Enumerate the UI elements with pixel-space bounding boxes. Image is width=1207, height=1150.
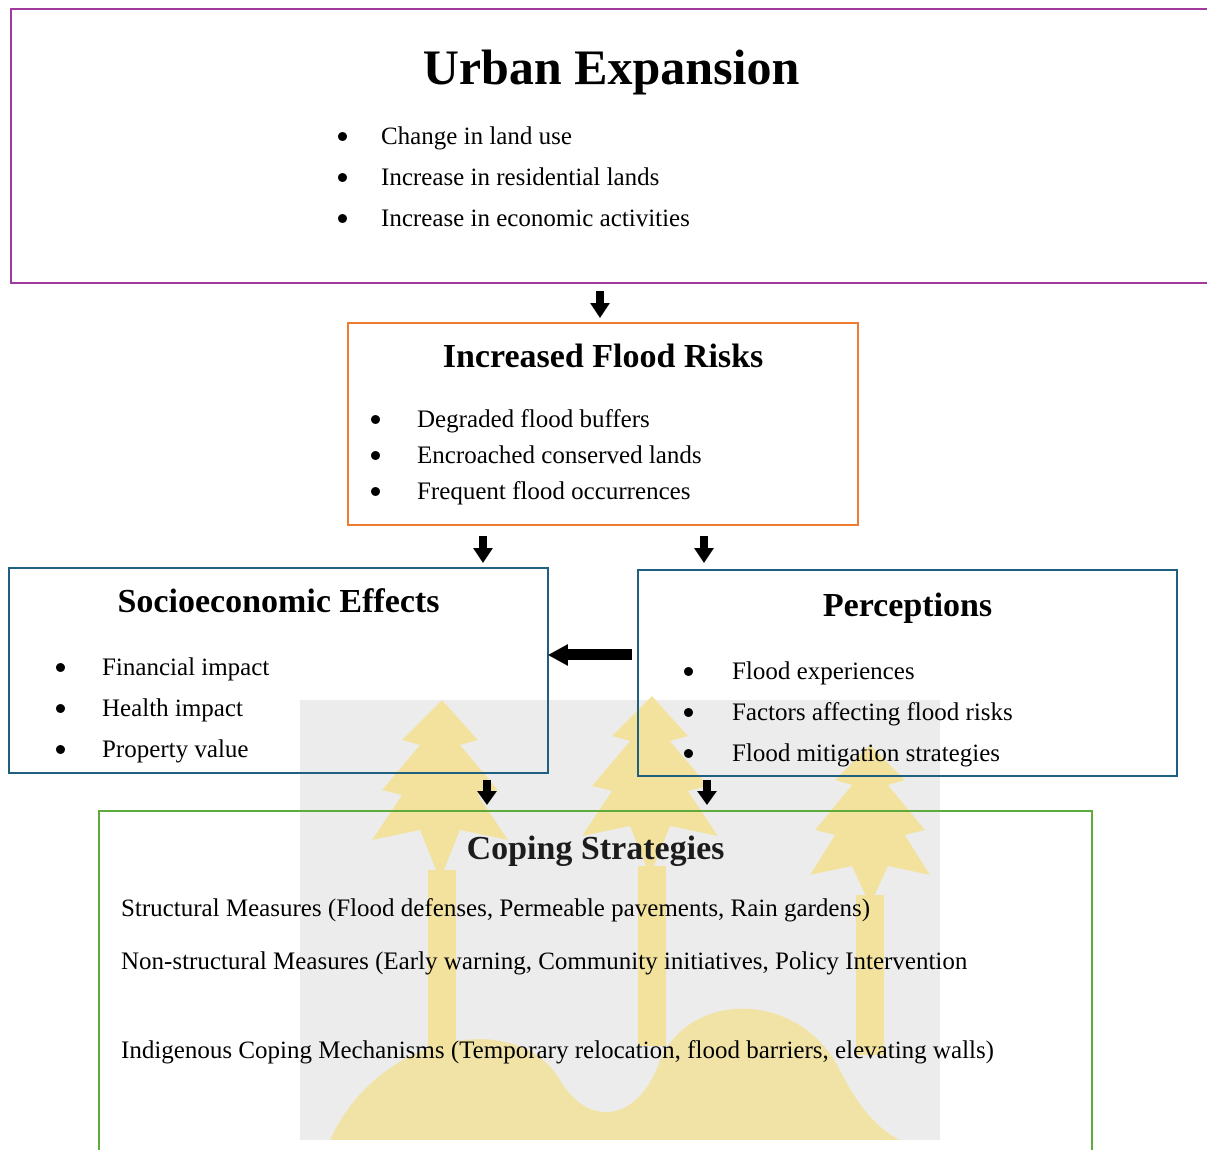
- bullet-icon: [684, 667, 693, 676]
- bullet-icon: [684, 708, 693, 717]
- urban-expansion-title: Urban Expansion: [422, 39, 800, 95]
- watermark-center-leaf: [582, 696, 718, 876]
- watermark-left-stem: [428, 870, 456, 1050]
- arrow-down-icon: [694, 536, 714, 563]
- list-item: Property value: [56, 729, 269, 770]
- bullet-icon: [371, 487, 380, 496]
- bullet-icon: [56, 745, 65, 754]
- bullet-icon: [56, 663, 65, 672]
- list-item: Health impact: [56, 688, 269, 729]
- urban-expansion-box: Urban Expansion Change in land use Incre…: [10, 8, 1207, 284]
- arrow-down-icon: [697, 780, 717, 805]
- watermark-scroll: [330, 1008, 900, 1140]
- bullet-icon: [371, 415, 380, 424]
- structural-measures-text: Structural Measures (Flood defenses, Per…: [121, 895, 871, 922]
- flood-risks-box: Increased Flood Risks Degraded flood buf…: [347, 322, 859, 526]
- watermark-right-leaf: [810, 745, 930, 905]
- arrow-down-icon: [590, 291, 610, 318]
- socioeconomic-effects-title: Socioeconomic Effects: [117, 583, 440, 620]
- socioeconomic-effects-box: Socioeconomic Effects Financial impact H…: [8, 567, 549, 774]
- list-item: Flood mitigation strategies: [684, 733, 1013, 774]
- watermark-right-stem: [856, 895, 884, 1055]
- flood-risks-list: Degraded flood buffers Encroached conser…: [371, 402, 702, 510]
- bullet-icon: [684, 749, 693, 758]
- perceptions-list: Flood experiences Factors affecting floo…: [684, 651, 1013, 774]
- bullet-icon: [338, 214, 347, 223]
- bullet-icon: [338, 132, 347, 141]
- coping-strategies-box: Coping Strategies Structural Measures (F…: [98, 810, 1093, 1150]
- list-item: Flood experiences: [684, 651, 1013, 692]
- list-item: Encroached conserved lands: [371, 438, 702, 474]
- non-structural-measures-text: Non-structural Measures (Early warning, …: [121, 948, 968, 975]
- list-item: Increase in residential lands: [338, 157, 690, 198]
- list-item: Factors affecting flood risks: [684, 692, 1013, 733]
- perceptions-box: Perceptions Flood experiences Factors af…: [637, 569, 1178, 777]
- list-item: Increase in economic activities: [338, 198, 690, 239]
- watermark-left-leaf: [372, 700, 508, 880]
- watermark-center-stem: [638, 866, 666, 1046]
- flood-risks-title: Increased Flood Risks: [442, 338, 764, 375]
- arrow-left-icon: [548, 644, 632, 666]
- coping-strategies-title: Coping Strategies: [466, 830, 725, 867]
- bullet-icon: [371, 451, 380, 460]
- list-item: Change in land use: [338, 116, 690, 157]
- arrow-down-icon: [473, 536, 493, 563]
- urban-expansion-list: Change in land use Increase in residenti…: [338, 116, 690, 239]
- bullet-icon: [56, 704, 65, 713]
- list-item: Frequent flood occurrences: [371, 474, 702, 510]
- list-item: Degraded flood buffers: [371, 402, 702, 438]
- socioeconomic-effects-list: Financial impact Health impact Property …: [56, 647, 269, 770]
- perceptions-title: Perceptions: [822, 587, 993, 624]
- bullet-icon: [338, 173, 347, 182]
- arrow-down-icon: [477, 780, 497, 805]
- indigenous-mechanisms-text: Indigenous Coping Mechanisms (Temporary …: [121, 1037, 995, 1064]
- list-item: Financial impact: [56, 647, 269, 688]
